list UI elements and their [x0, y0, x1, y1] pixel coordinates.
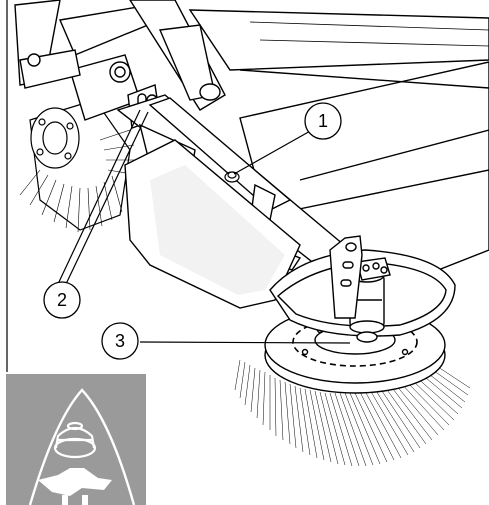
callout-1-label: 1 — [318, 111, 328, 131]
deflector-shadow — [150, 165, 285, 295]
callout-3: 3 — [101, 322, 139, 360]
callout-2: 2 — [43, 281, 81, 319]
sweeper-body — [188, 9, 489, 286]
adjust-knob-warning-icon — [6, 374, 146, 505]
callout-1: 1 — [304, 102, 342, 140]
leader-1 — [233, 129, 313, 175]
mounting-bracket — [329, 235, 363, 319]
body-edges — [249, 21, 489, 47]
linkage-frame — [14, 0, 226, 121]
callout-2-label: 2 — [57, 290, 67, 310]
leader-3 — [139, 341, 351, 344]
callout-3-label: 3 — [115, 331, 125, 351]
adjust-bolt — [224, 171, 240, 183]
leader-lines — [57, 109, 351, 344]
rear-brush-hub — [30, 107, 80, 169]
leader-2a — [57, 109, 141, 285]
leader-2b — [65, 111, 149, 285]
